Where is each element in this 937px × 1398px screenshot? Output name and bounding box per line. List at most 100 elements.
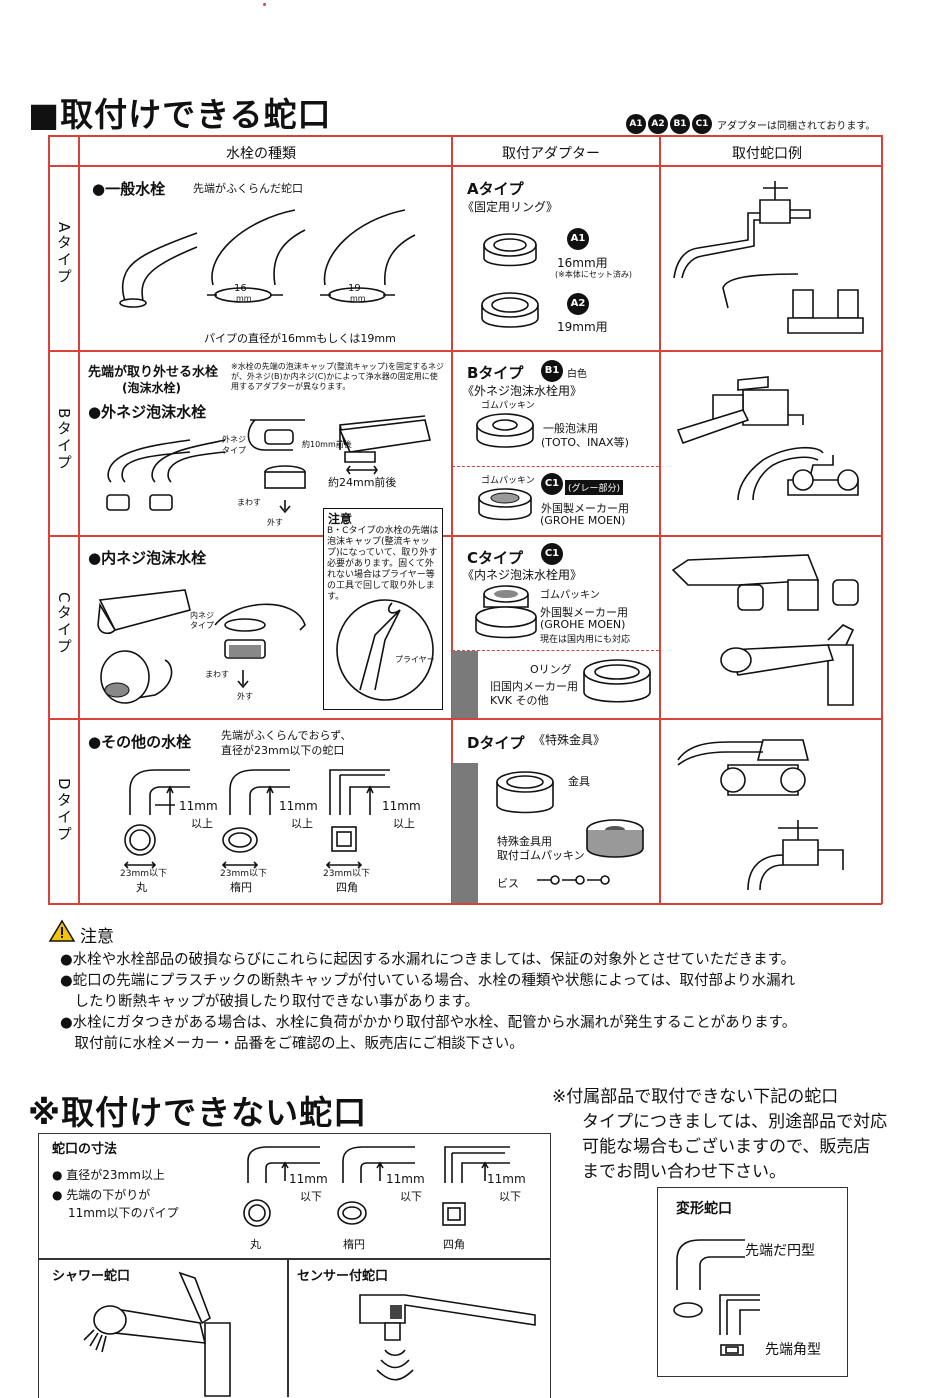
a-heading: ●一般水栓 xyxy=(92,180,166,198)
not-ok-title: ※取付けできない蛇口 xyxy=(28,1093,368,1132)
sensor-faucet-illustration xyxy=(359,1294,536,1381)
divider xyxy=(38,1258,551,1260)
d-fitting: 金具 xyxy=(568,775,590,788)
d-h11-3: 11mm xyxy=(382,799,421,813)
c-inner-screw: 内ネジ xyxy=(190,611,214,620)
c-rotate: まわす xyxy=(205,670,229,679)
bottom-note-line: ※付属部品で取付できない下記の蛇口 xyxy=(552,1087,839,1107)
shower-faucet-illustration xyxy=(83,1271,231,1397)
c-c1-badge: C1 xyxy=(541,543,563,565)
no-h11-2: 11mm xyxy=(386,1172,425,1186)
badge-b1: B1 xyxy=(670,114,690,134)
header-faucet-type: 水栓の種類 xyxy=(226,146,296,162)
deform-box xyxy=(657,1187,848,1377)
oring-adapter xyxy=(583,659,651,703)
d-gray-bar xyxy=(452,763,478,903)
d-sub: ●その他の水栓 xyxy=(88,733,192,751)
c-inner-type: タイプ xyxy=(190,621,214,630)
caution-list: ●水栓や水栓部品の破損ならびにこれらに起因する水漏れにつきましては、保証の対象外… xyxy=(60,950,796,1055)
bottom-note-line: までお問い合わせ下さい。 xyxy=(582,1162,786,1182)
c-gray-bar xyxy=(452,651,478,718)
d-special1: 特殊金具用 xyxy=(497,835,552,848)
b-foreign1-brands: (GROHE MOEN) xyxy=(540,514,626,527)
b-sub: ●外ネジ泡沫水栓 xyxy=(88,403,207,421)
d-h11-1: 11mm xyxy=(179,799,218,813)
row-label-a: Aタイプ xyxy=(55,222,73,286)
not-ok-box xyxy=(38,1133,551,1398)
no-h11-1: 11mm xyxy=(289,1172,328,1186)
header-example: 取付蛇口例 xyxy=(732,146,802,162)
d-shape-square: 四角 xyxy=(336,881,358,894)
adapter-note-text: アダプターは同梱されております。 xyxy=(717,120,876,132)
b-general-foam: 一般泡沫用 xyxy=(543,422,598,435)
d-h11-2: 11mm xyxy=(279,799,318,813)
d-adapter-title: Dタイプ xyxy=(467,734,525,752)
a-pipe-note: パイプの直径が16mmもしくは19mm xyxy=(204,332,396,345)
shower-title: シャワー蛇口 xyxy=(52,1269,131,1284)
d-shape-ellipse: 楕円 xyxy=(230,881,252,894)
sensor-title: センサー付蛇口 xyxy=(297,1269,389,1284)
adapter-note: A1 A2 B1 C1 アダプターは同梱されております。 xyxy=(626,114,875,134)
plier-label: プライヤー xyxy=(395,655,435,664)
d-fitting-illustration xyxy=(496,771,644,885)
d-pipe-illustration xyxy=(123,769,390,869)
c-adapter-title: Cタイプ xyxy=(467,549,524,567)
a1-badge: A1 xyxy=(567,228,589,250)
b-faucet-illustration xyxy=(106,415,431,514)
d-example-faucets xyxy=(677,739,844,891)
badge-a1: A1 xyxy=(626,114,646,134)
d-desc1: 先端がふくらんでおらず、 xyxy=(221,729,352,742)
a-sub: 先端がふくらんだ蛇口 xyxy=(193,182,303,195)
round-tip-label: 先端だ円型 xyxy=(745,1243,815,1259)
no-below-1: 以下 xyxy=(300,1190,322,1203)
b-gasket2: ゴムパッキン xyxy=(481,476,535,486)
a1-label: 16mm用 xyxy=(557,256,608,270)
b-outer-screw: 外ネジ xyxy=(222,435,246,444)
b-c1-badge: C1 xyxy=(541,473,563,495)
b-heading: 先端が取り外せる水栓 xyxy=(88,365,219,380)
d-above-3: 以上 xyxy=(393,817,415,830)
a-example-faucets xyxy=(673,181,864,334)
c-gasket: ゴムパッキン xyxy=(540,590,600,601)
c-example-faucets xyxy=(671,554,859,706)
size-bullet3: 11mm以下のパイプ xyxy=(68,1206,179,1220)
b-adapter-sub: 《外ネジ泡沫水栓用》 xyxy=(462,384,583,398)
no-h11-3: 11mm xyxy=(487,1172,526,1186)
c-old-domestic: 旧国内メーカー用 xyxy=(490,680,578,693)
bottom-note-line: 可能な場合もございますので、販売店 xyxy=(582,1137,871,1157)
a-unit19: mm xyxy=(350,294,366,303)
b-rotate: まわす xyxy=(237,498,261,507)
b-gasket: ゴムパッキン xyxy=(481,401,535,411)
caution-line: 取付前に水栓メーカー・品番をご確認の上、販売店にご相談下さい。 xyxy=(60,1036,524,1052)
a1-note: (※本体にセット済み) xyxy=(555,270,632,279)
c-adapter-sub: 《内ネジ泡沫水栓用》 xyxy=(462,568,583,582)
not-ok-pipe-illustration xyxy=(243,1146,510,1227)
note-body: B・Cタイプの水栓の先端は泡沫キャップ(整流キャップ)になっていて、取り外す必要… xyxy=(327,526,439,602)
d-d23-2: 23mm以下 xyxy=(220,869,267,879)
d-d23-3: 23mm以下 xyxy=(323,869,370,879)
caution-title: 注意 xyxy=(80,927,114,947)
b1-badge: B1 xyxy=(541,360,563,382)
b-adapter-title: Bタイプ xyxy=(467,364,524,382)
c-kvk: KVK その他 xyxy=(490,694,549,707)
a-faucet-illustration xyxy=(119,209,416,308)
caution-line: したり断熱キャップが破損したり取付できない事があります。 xyxy=(60,994,480,1010)
b1-color: 白色 xyxy=(567,369,587,380)
b-outer-type: タイプ xyxy=(222,446,246,455)
b-gray-part: (グレー部分) xyxy=(565,480,624,495)
no-shape-round: 丸 xyxy=(250,1238,261,1251)
row-label-d: Dタイプ xyxy=(55,778,73,843)
d-shape-round: 丸 xyxy=(136,881,147,894)
b-example-faucets xyxy=(676,376,859,501)
a-size19: 19 xyxy=(348,283,361,294)
d-special2: 取付ゴムパッキン xyxy=(497,849,585,862)
row-label-c: Cタイプ xyxy=(55,592,73,656)
plier-illustration xyxy=(336,599,434,701)
divider xyxy=(287,1258,289,1397)
bottom-note: ※付属部品で取付できない下記の蛇口 タイプにつきましては、別途部品で対応 可能な… xyxy=(552,1085,887,1185)
size-bullet1: ● 直径が23mm以上 xyxy=(52,1168,165,1182)
caution-line: ●水栓や水栓部品の破損ならびにこれらに起因する水漏れにつきましては、保証の対象外… xyxy=(60,952,796,968)
square-tip-label: 先端角型 xyxy=(765,1342,821,1358)
caution-line: ●水栓にガタつきがある場合は、水栓に負荷がかかり取付部や水栓、配管から水漏れが発… xyxy=(60,1015,797,1031)
page-title: ■取付けできる蛇口 xyxy=(28,95,332,134)
